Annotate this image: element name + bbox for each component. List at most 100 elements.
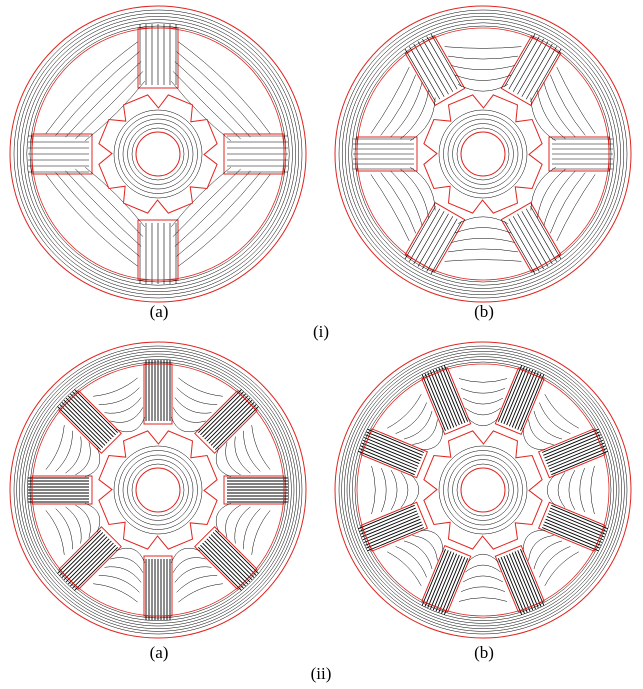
slot-flux-line bbox=[412, 535, 438, 561]
flux-line bbox=[546, 515, 604, 541]
rotor-flux-line bbox=[113, 109, 203, 199]
rotor-flux-line bbox=[443, 450, 523, 530]
flux-line bbox=[197, 389, 242, 434]
slot-flux-line bbox=[45, 41, 138, 134]
slot-flux-line bbox=[395, 402, 427, 434]
yoke-flux-line bbox=[341, 348, 625, 632]
flux-line bbox=[208, 536, 253, 581]
flux-line bbox=[413, 211, 445, 265]
yoke-flux-line bbox=[351, 22, 615, 286]
flux-line bbox=[435, 368, 460, 426]
slot-flux-line bbox=[530, 97, 556, 141]
flux-line bbox=[506, 554, 531, 612]
stator-pole bbox=[223, 475, 285, 505]
slot-flux-line bbox=[387, 394, 422, 429]
yoke-flux-line bbox=[27, 359, 289, 621]
flux-line bbox=[525, 208, 557, 262]
slot-flux-line bbox=[115, 417, 145, 433]
slot-flux-line bbox=[465, 407, 501, 416]
flux-line bbox=[422, 216, 454, 270]
flux-line bbox=[426, 36, 458, 90]
rotor-flux-line bbox=[118, 114, 198, 194]
flux-line bbox=[530, 48, 562, 102]
slot-flux-line bbox=[537, 168, 566, 219]
stator-pole bbox=[537, 501, 606, 552]
slot-flux-line bbox=[370, 66, 410, 134]
slot-flux-line bbox=[370, 174, 410, 242]
flux-line bbox=[70, 542, 114, 587]
slot-flux-line bbox=[172, 71, 241, 140]
slot-flux-line bbox=[400, 89, 429, 140]
slot-flux-line bbox=[174, 61, 251, 138]
flux-line bbox=[214, 529, 259, 574]
panel-label-i-b: (b) bbox=[474, 302, 494, 321]
slot-flux-line bbox=[104, 397, 142, 414]
yoke-flux-line bbox=[16, 12, 300, 296]
slot-flux-line bbox=[533, 540, 563, 570]
flux-line bbox=[430, 221, 462, 275]
rotor-flux-line bbox=[438, 109, 528, 199]
slot-flux-line bbox=[178, 41, 271, 134]
stator-pole bbox=[548, 136, 610, 172]
slot-flux-line bbox=[98, 387, 140, 405]
stator-pole bbox=[194, 526, 258, 590]
flux-line bbox=[508, 553, 534, 611]
yoke-flux-line bbox=[21, 353, 295, 627]
flux-line bbox=[548, 510, 606, 535]
slot-flux-line bbox=[410, 167, 436, 211]
yoke-flux-line bbox=[354, 361, 612, 619]
slot-flux-line bbox=[75, 504, 91, 538]
flux-line bbox=[427, 372, 452, 429]
slot-flux-line bbox=[65, 170, 142, 247]
slot-flux-line bbox=[544, 394, 579, 429]
stator-pole bbox=[58, 390, 122, 454]
flux-line bbox=[366, 524, 423, 549]
flux-line bbox=[517, 373, 542, 430]
flux-line bbox=[422, 38, 454, 92]
slot-flux-line bbox=[447, 55, 519, 60]
slot-flux-line bbox=[85, 81, 145, 141]
rotor-flux-line bbox=[456, 463, 510, 517]
flux-line bbox=[432, 553, 458, 611]
flux-line bbox=[210, 402, 255, 446]
stator-outer-circle bbox=[334, 341, 632, 639]
flux-line bbox=[551, 504, 608, 530]
slot-flux-line bbox=[543, 82, 576, 138]
flux-line bbox=[57, 406, 102, 451]
rotor-flux-line bbox=[122, 118, 194, 190]
flux-line bbox=[67, 395, 112, 440]
slot-flux-line bbox=[457, 84, 509, 92]
flux-line bbox=[67, 540, 112, 585]
stator-pole bbox=[143, 363, 173, 425]
slot-flux-line bbox=[590, 465, 595, 515]
slot-flux-line bbox=[410, 474, 420, 506]
flux-line bbox=[361, 442, 419, 467]
flux-line bbox=[210, 534, 255, 578]
shaft-circle bbox=[460, 467, 506, 513]
shaft-circle bbox=[135, 131, 181, 177]
slot-flux-line bbox=[178, 174, 271, 267]
flux-line bbox=[430, 552, 455, 610]
stator-pole bbox=[494, 367, 545, 436]
flux-line bbox=[508, 369, 534, 427]
flux-line bbox=[514, 551, 539, 608]
flux-line bbox=[359, 448, 416, 473]
flux-plot-ii-a bbox=[9, 341, 307, 639]
yoke-flux-line bbox=[348, 19, 618, 289]
panel-i-b bbox=[333, 4, 633, 304]
slot-flux-line bbox=[45, 174, 138, 267]
flux-line bbox=[543, 524, 600, 549]
slot-flux-line bbox=[243, 508, 261, 550]
yoke-inner-boundary bbox=[31, 27, 285, 281]
panel-label-i-a: (a) bbox=[149, 302, 169, 321]
flux-line bbox=[543, 431, 600, 456]
rotor-flux-line bbox=[456, 127, 510, 181]
slot-flux-line bbox=[556, 66, 596, 134]
yoke-inner-boundary bbox=[31, 363, 285, 617]
flux-line bbox=[426, 218, 458, 272]
rotor-outline bbox=[98, 430, 218, 550]
stator-pole bbox=[537, 428, 606, 479]
yoke-inner-boundary bbox=[356, 363, 610, 617]
slot-flux-line bbox=[176, 51, 261, 136]
flux-line bbox=[521, 43, 553, 97]
